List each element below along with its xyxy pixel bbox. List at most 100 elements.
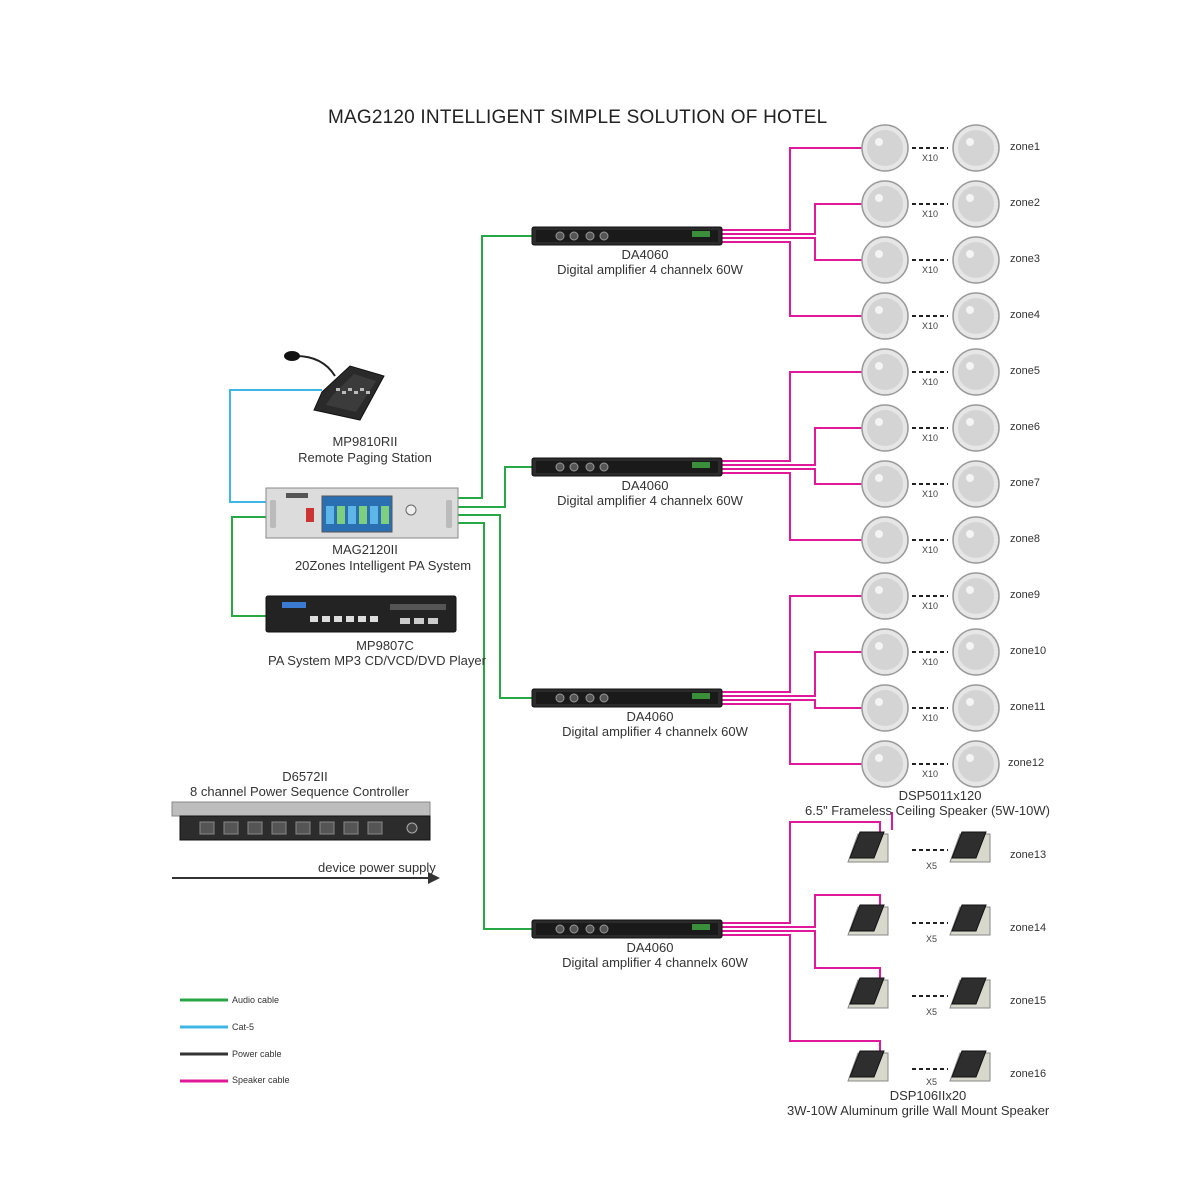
cat5-cable <box>229 389 322 503</box>
player-device <box>265 595 457 633</box>
volume-knob-icon <box>569 462 579 472</box>
ceiling-speaker-icon <box>952 740 1000 788</box>
brand-badge <box>692 462 710 468</box>
amplifier-2-label: Digital amplifier 4 channelx 60W <box>557 493 743 508</box>
speaker-grille <box>951 1050 987 1078</box>
speaker-cable <box>722 203 862 235</box>
screen-tile <box>326 506 334 524</box>
volume-knob-icon <box>599 924 609 934</box>
diagram-title: MAG2120 INTELLIGENT SIMPLE SOLUTION OF H… <box>328 107 828 128</box>
outlet <box>367 821 383 835</box>
speaker-cable <box>722 427 862 466</box>
control-button <box>310 616 318 622</box>
speaker-count: X5 <box>926 1077 938 1087</box>
legend-speaker-label: Speaker cable <box>232 1075 290 1085</box>
rack-handle <box>270 500 276 528</box>
amplifier-device <box>531 457 723 477</box>
speaker-grille <box>958 186 994 222</box>
key-button <box>366 391 370 394</box>
screen-tile <box>359 506 367 524</box>
speaker-cable <box>722 237 862 261</box>
speaker-count: X10 <box>922 657 939 667</box>
volume-knob-icon <box>555 924 565 934</box>
front-panel <box>536 923 718 935</box>
speaker-highlight <box>875 250 883 258</box>
audio-cable <box>458 235 532 499</box>
speaker-cable <box>722 468 862 485</box>
arrow-head-icon <box>428 872 440 884</box>
audio-cable <box>458 514 532 699</box>
speaker-highlight <box>875 138 883 146</box>
ceiling-speaker-icon <box>952 124 1000 172</box>
speaker-grille <box>849 1050 885 1078</box>
volume-knob-icon <box>585 462 595 472</box>
control-button <box>322 616 330 622</box>
ceiling-speaker-icon <box>861 124 909 172</box>
zone-label: zone11 <box>1010 701 1046 713</box>
speaker-highlight <box>966 530 974 538</box>
speaker-grille <box>958 354 994 390</box>
power-switch-icon <box>406 822 418 834</box>
speaker-highlight <box>966 362 974 370</box>
speaker-highlight <box>966 754 974 762</box>
brand-badge <box>692 693 710 699</box>
audio-cable <box>458 522 532 930</box>
ceiling-speaker-icon <box>952 236 1000 284</box>
amplifier-4-model: DA4060 <box>626 940 674 955</box>
speaker-cable <box>722 703 862 765</box>
legend-power-label: Power cable <box>232 1049 282 1059</box>
player-model: MP9807C <box>356 638 414 653</box>
legend-audio-label: Audio cable <box>232 995 280 1005</box>
speaker-cable <box>722 472 862 541</box>
key-button <box>354 391 358 394</box>
pa-system-label: 20Zones Intelligent PA System <box>294 558 472 573</box>
speaker-highlight <box>875 306 883 314</box>
speaker-highlight <box>966 138 974 146</box>
rack-handle <box>446 500 452 528</box>
zone-label: zone6 <box>1010 421 1040 433</box>
paging-station-model: MP9810RII <box>332 434 398 449</box>
microphone-icon <box>284 351 300 361</box>
speaker-grille <box>867 410 903 446</box>
audio-cable <box>458 466 532 508</box>
control-button <box>370 616 378 622</box>
speaker-grille <box>867 746 903 782</box>
speaker-cable <box>722 894 881 928</box>
amplifier-device <box>531 688 723 708</box>
audio-cable <box>231 516 266 617</box>
pa-system-model: MAG2120II <box>332 542 398 557</box>
screen-tile <box>348 506 356 524</box>
speaker-count: X10 <box>922 153 939 163</box>
volume-knob-icon <box>599 693 609 703</box>
speaker-cable <box>722 821 881 924</box>
speaker-grille <box>958 410 994 446</box>
zone-label: zone5 <box>1010 365 1040 377</box>
zone-label: zone16 <box>1010 1068 1047 1080</box>
zone-label: zone7 <box>1010 477 1040 489</box>
speaker-cable <box>722 147 862 231</box>
ceiling-speaker-icon <box>952 684 1000 732</box>
zone-label: zone15 <box>1010 995 1047 1007</box>
ceiling-speaker-icon <box>861 292 909 340</box>
speaker-grille <box>867 522 903 558</box>
outlet <box>223 821 239 835</box>
ceiling-speaker-icon <box>861 404 909 452</box>
volume-knob-icon <box>585 693 595 703</box>
speaker-highlight <box>966 418 974 426</box>
amplifier-1-model: DA4060 <box>621 247 669 262</box>
key-button <box>342 391 346 394</box>
speaker-highlight <box>966 586 974 594</box>
speaker-grille <box>867 298 903 334</box>
speaker-grille <box>867 242 903 278</box>
speaker-grille <box>958 466 994 502</box>
outlet <box>295 821 311 835</box>
control-button <box>400 618 410 624</box>
ceiling-speaker-icon <box>861 516 909 564</box>
ceiling-speaker-icon <box>952 404 1000 452</box>
speaker-cable <box>722 595 862 693</box>
speaker-count: X10 <box>922 321 939 331</box>
ceiling-speaker-icon <box>861 684 909 732</box>
wall-speaker-icon <box>847 904 889 936</box>
zone-label: zone3 <box>1010 253 1040 265</box>
speaker-highlight <box>875 530 883 538</box>
